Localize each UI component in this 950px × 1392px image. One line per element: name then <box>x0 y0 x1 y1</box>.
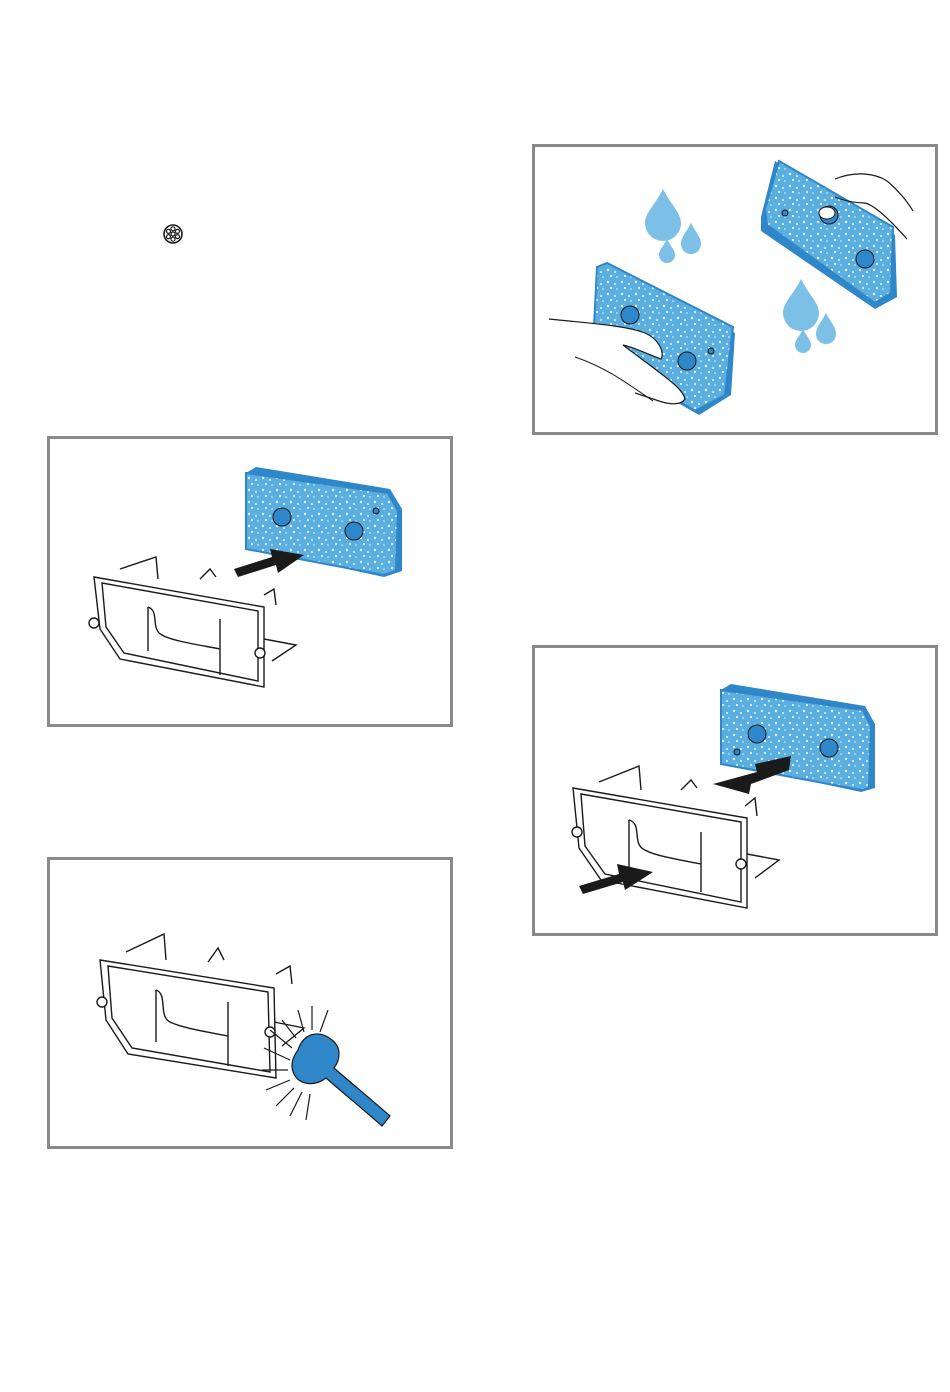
filter-symbol-icon <box>161 222 185 246</box>
filter-replace-illustration <box>535 648 935 933</box>
foam-filter-insert-illustration <box>50 439 450 724</box>
foam-filter-icon <box>761 161 897 309</box>
foam-filter-rinse-illustration <box>535 147 935 432</box>
figure-rinse-foam-filter <box>532 144 938 435</box>
filter-frame-brush-illustration <box>50 860 450 1146</box>
figure-replace-filter <box>532 645 938 936</box>
figure-insert-foam-filter <box>47 436 453 727</box>
filter-frame-icon <box>97 934 304 1078</box>
filter-frame-icon <box>89 557 296 687</box>
figure-brush-frame <box>47 857 453 1149</box>
